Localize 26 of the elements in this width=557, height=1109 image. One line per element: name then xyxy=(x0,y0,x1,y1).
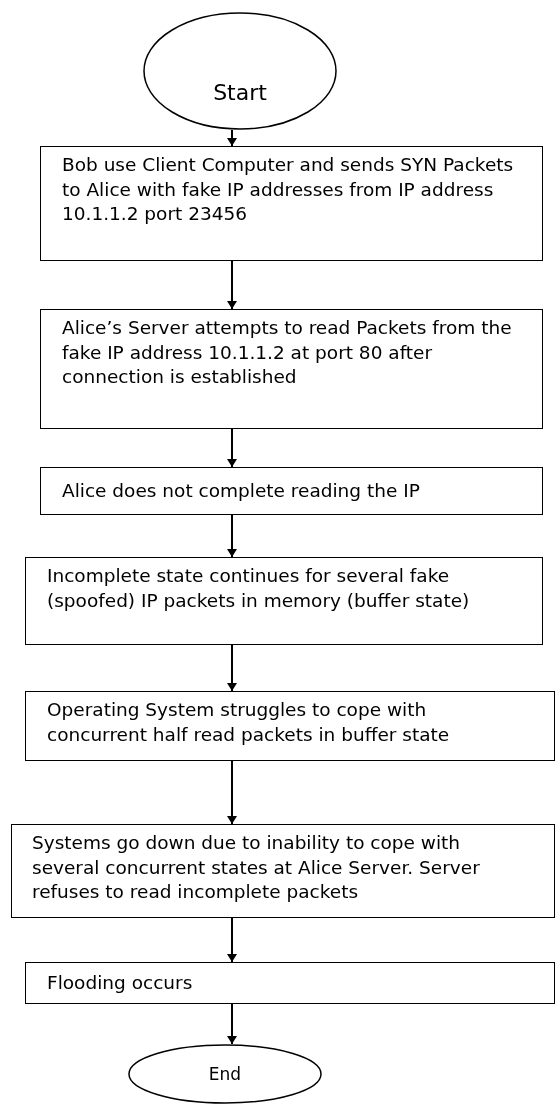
process-box xyxy=(25,557,543,645)
process-box xyxy=(11,824,555,918)
arrow xyxy=(227,760,237,825)
process-box xyxy=(25,962,555,1004)
arrow xyxy=(227,917,237,963)
arrow xyxy=(227,514,237,558)
arrow xyxy=(227,129,237,147)
process-box xyxy=(40,309,543,429)
step-text: Operating System struggles to cope with concurrent half read packets in buffer state xyxy=(47,698,451,747)
terminal-ellipse xyxy=(128,1044,322,1104)
terminal-label: Start xyxy=(213,79,267,108)
process-box xyxy=(25,691,555,761)
step-text: Flooding occurs xyxy=(47,970,193,995)
step-text: Bob use Client Computer and sends SYN Packets to Alice with fake IP addresses from IP address 10.1.1.2 port 23456 xyxy=(62,153,515,227)
arrow xyxy=(227,1003,237,1045)
step-text: Incomplete state continues for several fake (spoofed) IP packets in memory (buffer state) xyxy=(47,564,471,613)
arrow xyxy=(227,428,237,468)
step-text: Systems go down due to inability to cope with several concurrent states at Alice Server. Server refuses to read incomplete packets xyxy=(32,831,481,905)
process-box xyxy=(40,467,543,515)
terminal-ellipse xyxy=(143,12,337,130)
arrow xyxy=(227,260,237,310)
arrow xyxy=(227,644,237,692)
step-text: Alice’s Server attempts to read Packets from the fake IP address 10.1.1.2 at port 80 after connection is established xyxy=(62,316,513,390)
process-box xyxy=(40,146,543,261)
step-text: Alice does not complete reading the IP xyxy=(62,478,420,503)
terminal-label: End xyxy=(208,1062,242,1086)
